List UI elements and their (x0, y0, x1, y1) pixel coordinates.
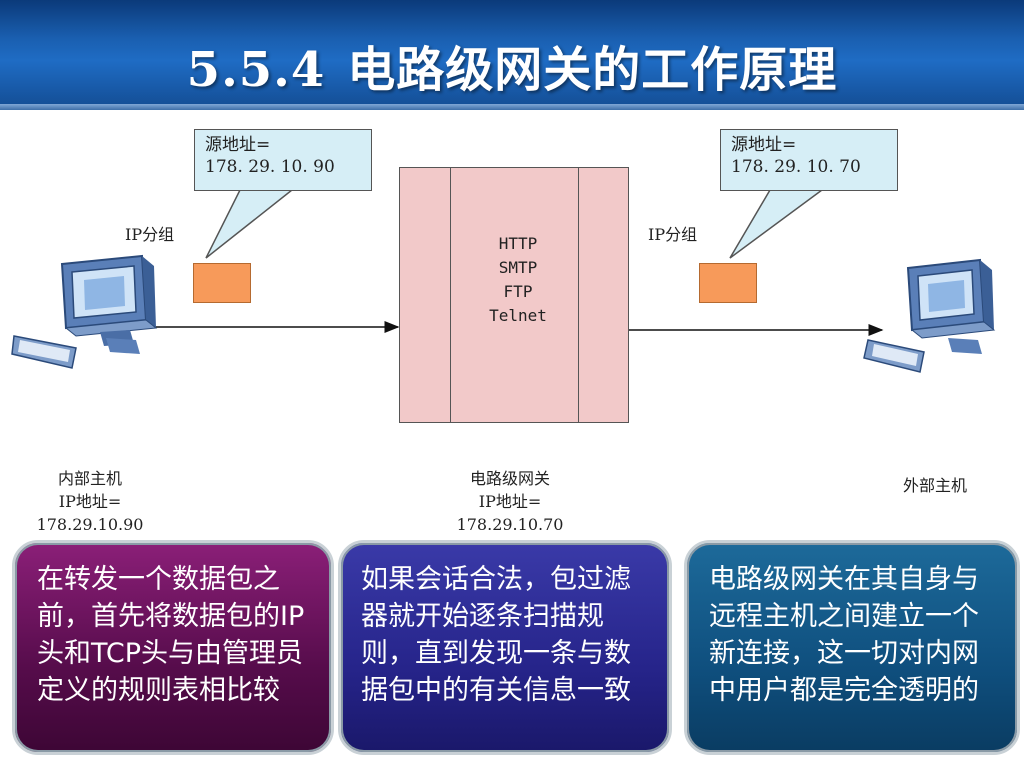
gateway-name: 电路级网关 (469, 469, 550, 488)
step-card-new-connection: 电路级网关在其自身与远程主机之间建立一个新连接，这一切对内网中用户都是完全透明的 (684, 540, 1020, 755)
card-text: 电路级网关在其自身与远程主机之间建立一个新连接，这一切对内网中用户都是完全透明的 (709, 564, 979, 706)
left-ip-packet (193, 263, 251, 303)
step-card-compare-rules: 在转发一个数据包之前，首先将数据包的IP头和TCP头与由管理员定义的规则表相比较 (12, 540, 334, 755)
section-title: 电路级网关的工作原理 (347, 42, 838, 98)
external-computer-icon (863, 258, 996, 373)
right-callout-tail (729, 189, 825, 259)
right-ip-packet-label: IP分组 (648, 225, 698, 244)
step-card-scan-rules: 如果会话合法，包过滤器就开始逐条扫描规则，直到发现一条与数据包中的有关信息一致 (338, 540, 672, 755)
gateway-divider-right (578, 168, 579, 422)
internal-host-name: 内部主机 (57, 469, 122, 488)
protocol-item: FTP (503, 282, 533, 301)
internal-host-ip-label: IP地址= (58, 492, 122, 511)
page-title: 5.5.4 电路级网关的工作原理 (0, 30, 1024, 100)
left-ip-packet-label: IP分组 (125, 225, 175, 244)
protocol-item: HTTP (498, 234, 538, 253)
external-host-label: 外部主机 (870, 474, 1000, 497)
circuit-gateway-box (399, 167, 629, 423)
right-source-address-callout: 源地址= 178. 29. 10. 70 (720, 129, 898, 191)
internal-host-label: 内部主机 IP地址= 178.29.10.90 (20, 467, 160, 536)
gateway-divider-left (450, 168, 451, 422)
protocol-item: SMTP (498, 258, 538, 277)
right-callout-line1: 源地址= (731, 135, 797, 155)
left-callout-tail (205, 189, 295, 259)
card-text: 如果会话合法，包过滤器就开始逐条扫描规则，直到发现一条与数据包中的有关信息一致 (361, 564, 631, 706)
title-banner (0, 0, 1024, 110)
right-ip-packet (699, 263, 757, 303)
external-host-name: 外部主机 (902, 476, 967, 495)
internal-host-ip: 178.29.10.90 (36, 515, 144, 534)
left-callout-line2: 178. 29. 10. 90 (205, 157, 335, 177)
gateway-ip-label: IP地址= (478, 492, 542, 511)
gateway-ip: 178.29.10.70 (456, 515, 564, 534)
section-number: 5.5.4 (186, 42, 326, 98)
left-source-address-callout: 源地址= 178. 29. 10. 90 (194, 129, 372, 191)
protocol-item: Telnet (489, 306, 547, 325)
internal-computer-icon (11, 254, 158, 369)
left-callout-line1: 源地址= (205, 135, 271, 155)
gateway-label: 电路级网关 IP地址= 178.29.10.70 (440, 467, 580, 536)
right-callout-line2: 178. 29. 10. 70 (731, 157, 861, 177)
protocol-list: HTTP SMTP FTP Telnet (470, 232, 566, 328)
card-text: 在转发一个数据包之前，首先将数据包的IP头和TCP头与由管理员定义的规则表相比较 (37, 564, 305, 706)
